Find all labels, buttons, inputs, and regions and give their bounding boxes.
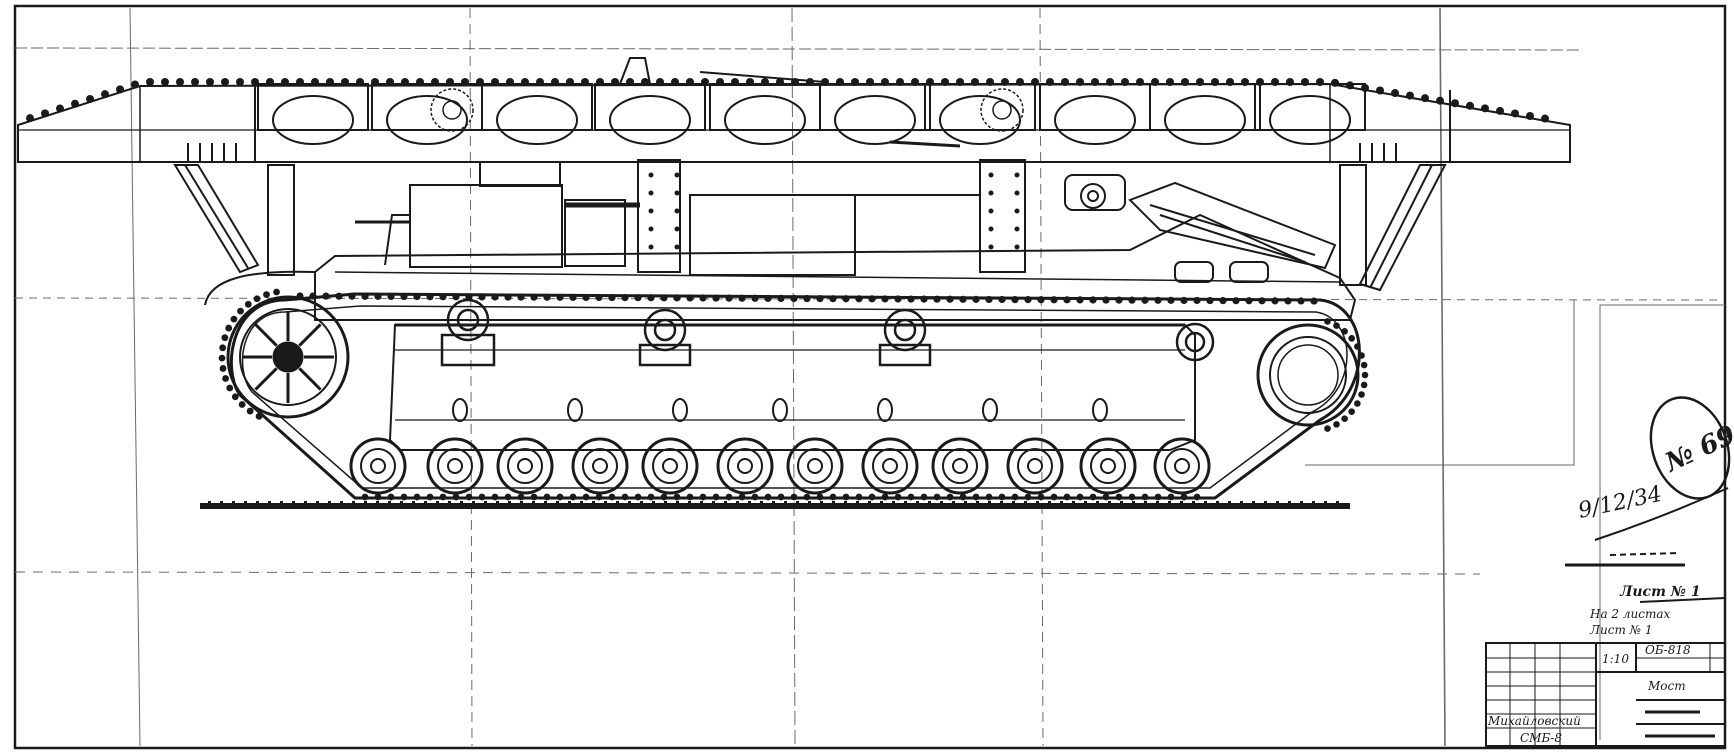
ground-line bbox=[200, 501, 1350, 509]
return-rollers bbox=[440, 298, 1215, 367]
title-block bbox=[1485, 642, 1726, 747]
signature-mark bbox=[1565, 487, 1729, 567]
title-block-document-number: ОБ-818 bbox=[1645, 643, 1691, 657]
title-block-name: Мост bbox=[1647, 679, 1686, 693]
drive-sprocket bbox=[226, 295, 350, 419]
title-block-scale: 1:10 bbox=[1602, 652, 1629, 666]
sheet-number-text: № 691 bbox=[1660, 412, 1734, 478]
bracket-rivets bbox=[648, 172, 1020, 250]
bridge-span bbox=[17, 82, 1571, 163]
road-wheels bbox=[349, 437, 1211, 495]
track-links bbox=[218, 288, 1369, 501]
fold-lines bbox=[14, 7, 1725, 747]
suspension-ovals bbox=[452, 398, 1108, 422]
corner-note: Лист № 1 bbox=[1619, 584, 1701, 600]
deck-ticks bbox=[187, 143, 1397, 162]
title-block-designation: СМБ-8 bbox=[1520, 731, 1562, 745]
suspension-box bbox=[388, 323, 1196, 451]
bridge-truss-panels bbox=[257, 83, 1366, 145]
sheet-border bbox=[13, 4, 1727, 750]
side-note-2: Лист № 1 bbox=[1589, 623, 1652, 637]
bridge-hinge-markings bbox=[430, 88, 1024, 132]
bridge-latches bbox=[619, 57, 961, 148]
side-note-1: На 2 листах bbox=[1589, 607, 1671, 621]
idler-wheel bbox=[1256, 323, 1360, 427]
signature-note: 9/12/34 bbox=[1576, 482, 1664, 524]
title-block-approver: Михайловский bbox=[1487, 714, 1581, 728]
bridge-support-legs bbox=[173, 164, 1447, 292]
